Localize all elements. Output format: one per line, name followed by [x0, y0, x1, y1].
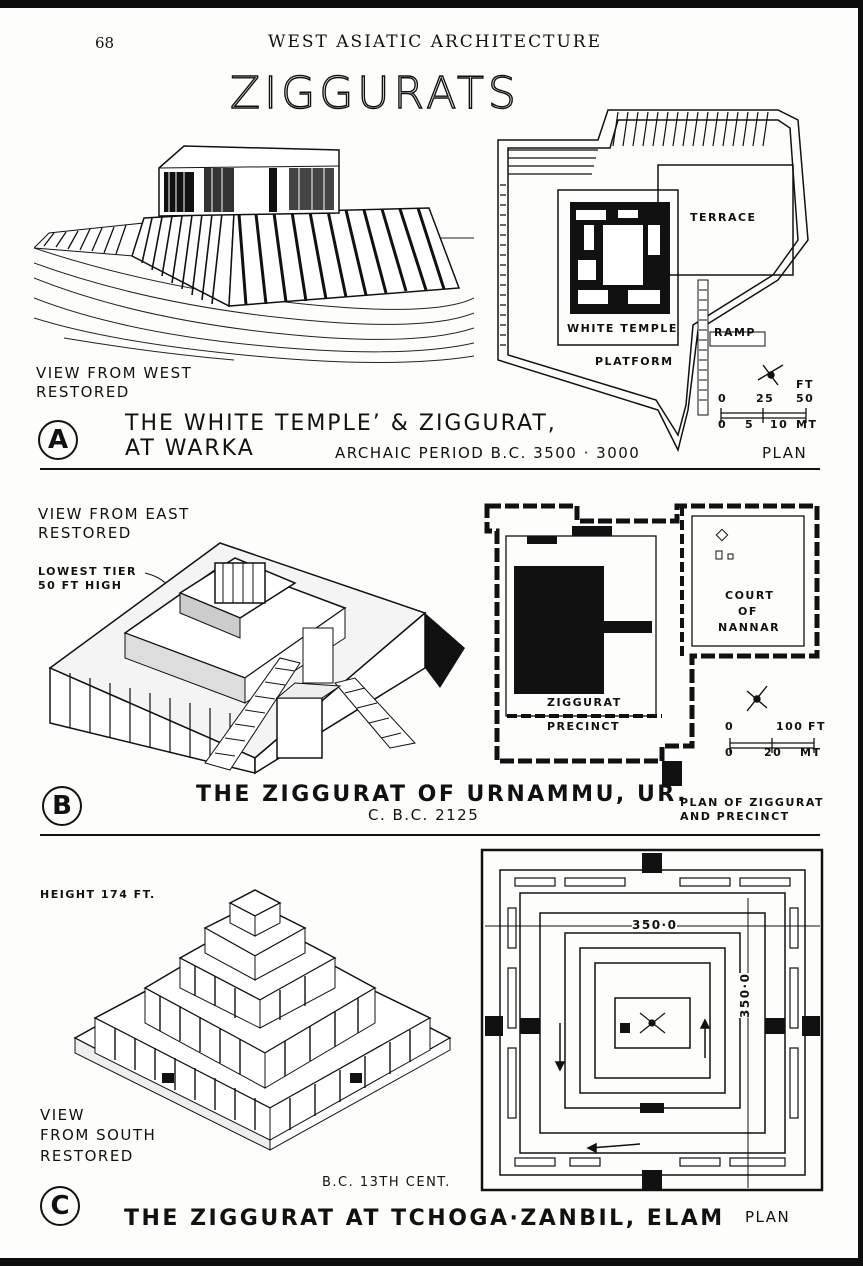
white-temple-view-illustration [34, 145, 474, 363]
plan-label-a: PLAN [762, 444, 808, 462]
section-divider-2 [40, 834, 820, 836]
height-label: HEIGHT 174 FT. [40, 888, 156, 901]
caption-b: THE ZIGGURAT OF URNAMMU, UR. [196, 782, 689, 807]
view-label-b-line2: RESTORED [38, 524, 132, 542]
view-label-a-line2: RESTORED [36, 383, 130, 401]
view-label-c-line2: FROM SOUTH [40, 1126, 157, 1144]
plan-label-platform: PLATFORM [595, 355, 674, 368]
date-b: C. B.C. 2125 [368, 806, 480, 824]
scale-b-ft-unit: FT [808, 720, 827, 733]
plan-label-white-temple: WHITE TEMPLE [567, 322, 678, 335]
caption-a-line2: AT WARKA [125, 436, 255, 461]
view-label-a-line1: VIEW FROM WEST [36, 364, 193, 382]
running-title: WEST ASIATIC ARCHITECTURE [268, 32, 602, 52]
tier-label-line2: 50 FT HIGH [38, 579, 123, 592]
plan-label-ziggurat: ZIGGURAT [547, 696, 622, 709]
scale-a-mt-unit: MT [796, 418, 818, 431]
plan-label-court-2: OF [738, 605, 758, 618]
dimension-horizontal: 350·0 [632, 918, 678, 932]
scale-b-mt-0: 0 [725, 746, 735, 759]
plan-label-court-3: NANNAR [718, 621, 781, 634]
scale-b-ft-100: 100 [776, 720, 804, 733]
section-letter-c: C [40, 1186, 80, 1226]
caption-c: THE ZIGGURAT AT TCHOGA·ZANBIL, ELAM [124, 1206, 725, 1231]
scale-a-ft-0: 0 [718, 392, 728, 405]
view-label-c-line3: RESTORED [40, 1147, 134, 1165]
plan-label-b-line1: PLAN OF ZIGGURAT [680, 796, 825, 809]
plan-label-precinct: PRECINCT [547, 720, 620, 733]
white-temple-plan [497, 109, 809, 453]
page-title: ZIGGURATS [229, 67, 520, 119]
view-label-b-line1: VIEW FROM EAST [38, 505, 190, 523]
scale-a-mt-0: 0 [718, 418, 728, 431]
caption-a-line1: THE WHITE TEMPLE’ & ZIGGURAT, [125, 411, 557, 436]
date-c: B.C. 13TH CENT. [322, 1175, 451, 1190]
scale-a-mt-10: 10 [770, 418, 789, 431]
plan-label-c: PLAN [745, 1208, 791, 1226]
plan-label-b-line2: AND PRECINCT [680, 810, 790, 823]
book-page: 68 WEST ASIATIC ARCHITECTURE ZIGGURATS [0, 8, 858, 1258]
section-divider-1 [40, 468, 820, 470]
scale-b-ft-0: 0 [725, 720, 735, 733]
scale-b-mt-unit: MT [800, 746, 822, 759]
scale-a-ft-unit: FT [796, 378, 815, 391]
view-label-c-line1: VIEW [40, 1106, 85, 1124]
scale-a-mt-5: 5 [745, 418, 755, 431]
urnammu-ziggurat-view-illustration [48, 542, 465, 775]
urnammu-precinct-plan [484, 503, 820, 786]
scale-a-ft-50: 50 [796, 392, 815, 405]
scale-b-mt-20: 20 [764, 746, 783, 759]
plan-label-court-1: COURT [725, 589, 775, 602]
page-number: 68 [95, 34, 115, 52]
tchoga-zanbil-view-illustration [73, 889, 452, 1151]
plan-label-terrace: TERRACE [690, 211, 757, 224]
period-a: ARCHAIC PERIOD B.C. 3500 · 3000 [335, 444, 641, 462]
tier-label-line1: LOWEST TIER [38, 565, 137, 578]
tchoga-zanbil-plan [480, 848, 824, 1192]
plan-label-ramp: RAMP [714, 326, 756, 339]
section-letter-b: B [42, 786, 82, 826]
dimension-vertical: 350·0 [738, 972, 752, 1018]
scale-a-ft-25: 25 [756, 392, 775, 405]
section-letter-a: A [38, 420, 78, 460]
